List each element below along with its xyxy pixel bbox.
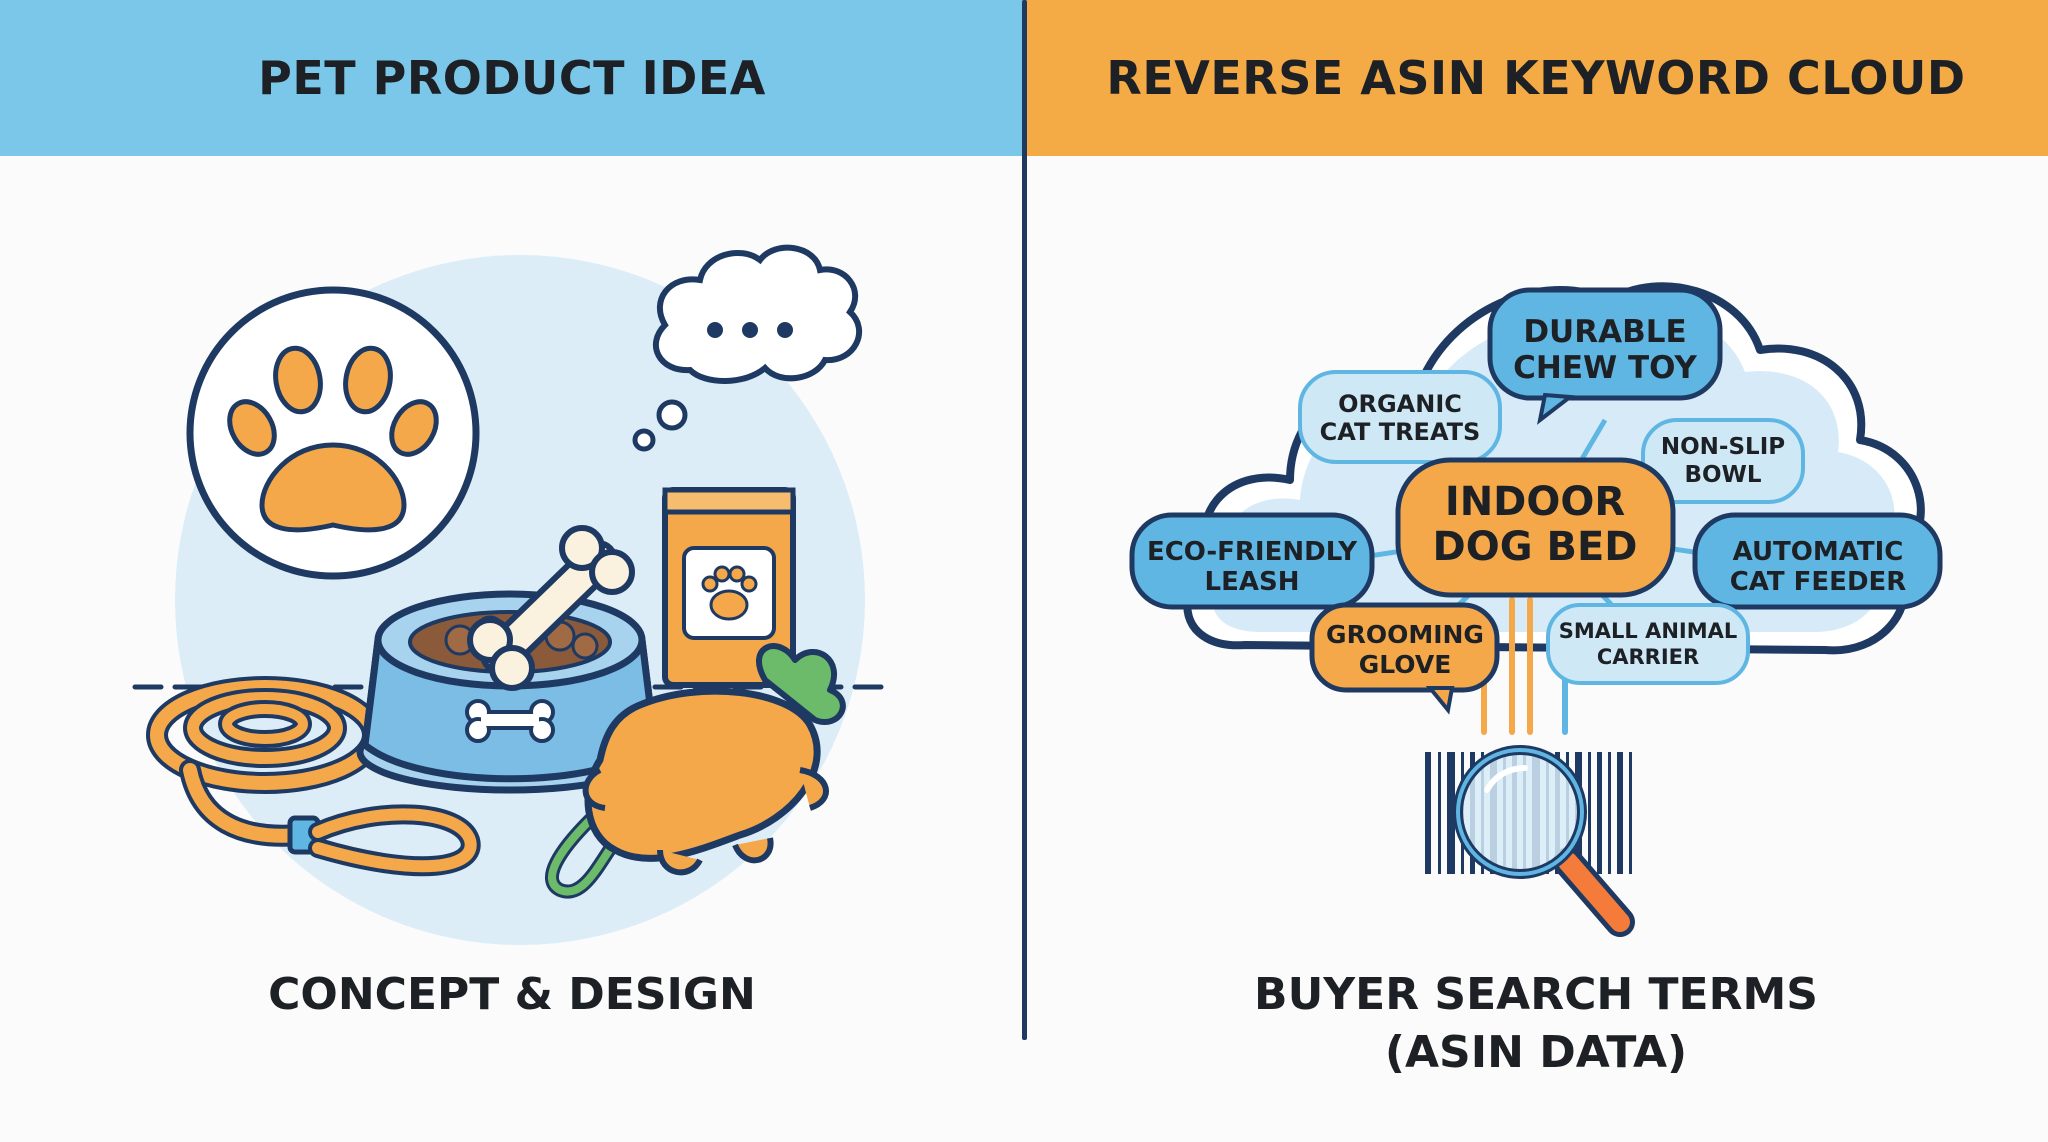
- keyword-organic-cat-treats: ORGANIC CAT TREATS: [1298, 370, 1502, 464]
- svg-text:CAT TREATS: CAT TREATS: [1320, 418, 1481, 446]
- right-panel-title: REVERSE ASIN KEYWORD CLOUD: [1106, 51, 1966, 105]
- right-panel-caption: BUYER SEARCH TERMS (ASIN DATA): [1024, 966, 2048, 1082]
- keyword-indoor-dog-bed: INDOOR DOG BED: [1395, 457, 1676, 598]
- treat-bag-icon: [662, 487, 796, 688]
- svg-text:DOG BED: DOG BED: [1433, 524, 1638, 570]
- caption-line: BUYER SEARCH TERMS: [1254, 969, 1818, 1020]
- svg-text:GLOVE: GLOVE: [1359, 650, 1452, 679]
- svg-text:DURABLE: DURABLE: [1523, 314, 1686, 350]
- bone-icon: [467, 525, 635, 691]
- left-panel-title: PET PRODUCT IDEA: [258, 51, 766, 105]
- svg-text:LEASH: LEASH: [1205, 567, 1300, 597]
- svg-text:GROOMING: GROOMING: [1326, 620, 1484, 649]
- keyword-durable-chew-toy: DURABLE CHEW TOY: [1487, 287, 1723, 425]
- magnifier-icon: [1453, 745, 1635, 937]
- svg-text:ORGANIC: ORGANIC: [1338, 390, 1462, 418]
- caption-line: (ASIN DATA): [1384, 1027, 1688, 1078]
- left-header-bg: [0, 0, 1024, 156]
- svg-text:CAT FEEDER: CAT FEEDER: [1730, 567, 1907, 597]
- svg-text:AUTOMATIC: AUTOMATIC: [1733, 537, 1904, 567]
- svg-text:CARRIER: CARRIER: [1597, 645, 1699, 669]
- svg-text:INDOOR: INDOOR: [1445, 479, 1625, 525]
- left-panel-caption: CONCEPT & DESIGN: [268, 969, 756, 1020]
- svg-text:BOWL: BOWL: [1684, 462, 1761, 488]
- keyword-grooming-glove: GROOMING GLOVE: [1309, 602, 1500, 715]
- svg-text:SMALL ANIMAL: SMALL ANIMAL: [1559, 619, 1738, 643]
- svg-text:NON-SLIP: NON-SLIP: [1661, 434, 1785, 460]
- carrot-toy-icon: [544, 643, 846, 899]
- thought-bubble-icon: [632, 244, 863, 452]
- svg-text:CHEW TOY: CHEW TOY: [1513, 350, 1697, 386]
- keyword-non-slip-bowl: NON-SLIP BOWL: [1641, 418, 1805, 504]
- keyword-automatic-cat-feeder: AUTOMATIC CAT FEEDER: [1692, 512, 1943, 610]
- keyword-eco-friendly-leash: ECO-FRIENDLY LEASH: [1129, 512, 1375, 610]
- paw-icon: [186, 286, 480, 580]
- right-header-bg: [1024, 0, 2048, 156]
- bone-icon: [465, 699, 555, 743]
- keyword-small-animal-carrier: SMALL ANIMAL CARRIER: [1546, 603, 1750, 685]
- panel-divider: [1022, 0, 1027, 1040]
- svg-text:ECO-FRIENDLY: ECO-FRIENDLY: [1147, 537, 1358, 567]
- leash-icon: [146, 676, 481, 877]
